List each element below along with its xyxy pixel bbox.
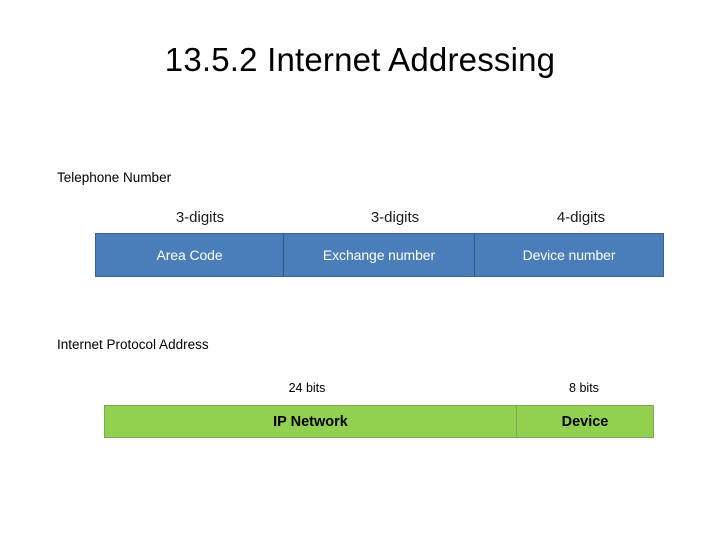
telephone-size-label-1: 3-digits [370, 209, 420, 226]
ip-segment-network-label: IP Network [273, 413, 348, 430]
telephone-segment-device-number[interactable]: Device number [475, 234, 663, 276]
telephone-segment-exchange-number-label: Exchange number [322, 247, 436, 263]
ip-segment-network[interactable]: IP Network [105, 406, 517, 437]
telephone-segment-area-code[interactable]: Area Code [96, 234, 284, 276]
ip-section-heading: Internet Protocol Address [57, 337, 209, 352]
telephone-section-heading: Telephone Number [57, 170, 172, 185]
ip-size-label-0: 24 bits [288, 381, 326, 395]
telephone-size-label-row: 3-digits 3-digits 4-digits [95, 209, 664, 233]
ip-segment-device[interactable]: Device [517, 406, 653, 437]
telephone-number-diagram: 3-digits 3-digits 4-digits Area Code Exc… [95, 209, 664, 277]
telephone-number-bar: Area Code Exchange number Device number [95, 233, 664, 277]
ip-segment-device-label: Device [561, 413, 609, 430]
telephone-segment-area-code-label: Area Code [156, 247, 223, 263]
telephone-size-label-0: 3-digits [175, 209, 225, 226]
telephone-size-label-2: 4-digits [556, 209, 606, 226]
ip-address-bar: IP Network Device [104, 405, 654, 438]
ip-address-diagram: 24 bits 8 bits IP Network Device [104, 381, 654, 438]
ip-size-label-1: 8 bits [569, 381, 599, 395]
telephone-segment-exchange-number[interactable]: Exchange number [284, 234, 475, 276]
ip-size-label-row: 24 bits 8 bits [104, 381, 654, 405]
page-title: 13.5.2 Internet Addressing [164, 41, 556, 78]
telephone-segment-device-number-label: Device number [522, 247, 616, 263]
